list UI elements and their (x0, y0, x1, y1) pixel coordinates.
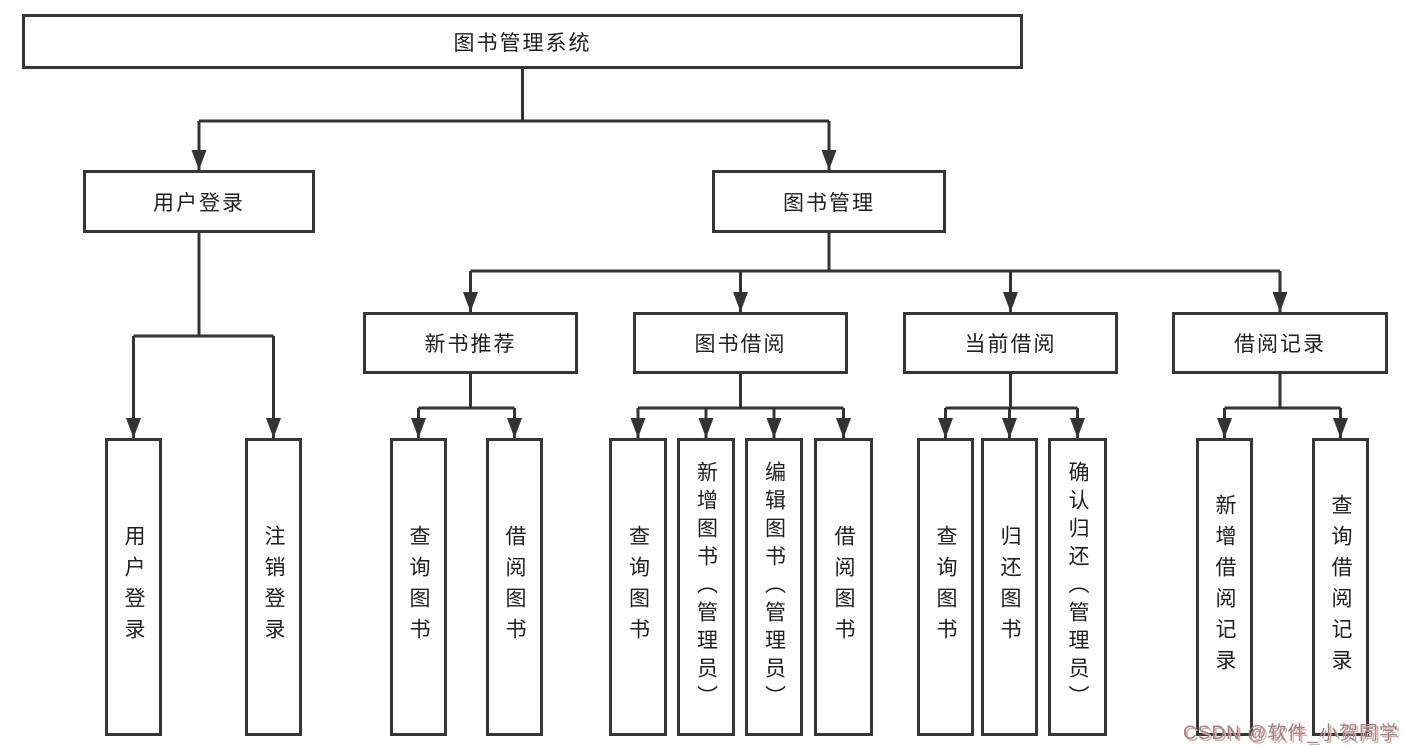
node-user-login-label: 用户登录 (153, 191, 245, 215)
leaf-br-add-record: 新增借阅记录 (1196, 438, 1253, 736)
leaf-br-query-record: 查询借阅记录 (1312, 438, 1369, 736)
edges-user-login-children (126, 233, 281, 438)
leaf-bb-borrow-books: 借阅图书 (814, 438, 873, 736)
edges-borrow-records-children (1217, 374, 1348, 438)
node-borrow-records: 借阅记录 (1172, 312, 1388, 374)
leaf-user-login-label: 用户登录 (122, 525, 145, 649)
edges-book-mgmt-children (463, 233, 1288, 312)
leaf-cb-return-books-label: 归还图书 (998, 525, 1021, 649)
leaf-cb-query-books-label: 查询图书 (934, 525, 957, 649)
leaf-bb-query-books: 查询图书 (609, 438, 667, 736)
leaf-bb-borrow-books-label: 借阅图书 (832, 525, 855, 649)
node-current-borrow: 当前借阅 (903, 312, 1118, 374)
leaf-nbr-query-books: 查询图书 (390, 438, 447, 736)
node-book-borrow: 图书借阅 (633, 312, 848, 374)
leaf-bb-edit-books-admin: 编辑图书（管理员） (745, 438, 803, 736)
leaf-nbr-borrow-books: 借阅图书 (486, 438, 543, 736)
leaf-br-query-record-label: 查询借阅记录 (1329, 494, 1352, 680)
node-borrow-records-label: 借阅记录 (1234, 333, 1326, 356)
leaf-cb-query-books: 查询图书 (917, 438, 974, 736)
node-book-mgmt-label: 图书管理 (783, 191, 875, 215)
leaf-logout: 注销登录 (245, 438, 302, 736)
edges-current-borrow-children (938, 374, 1085, 438)
csdn-watermark: CSDN @软件_小贺同学 (1183, 723, 1399, 744)
leaf-bb-edit-books-admin-label: 编辑图书（管理员） (762, 461, 786, 713)
leaf-user-login: 用户登录 (105, 438, 162, 736)
leaf-nbr-borrow-books-label: 借阅图书 (503, 525, 526, 649)
leaf-nbr-query-books-label: 查询图书 (407, 525, 430, 649)
leaf-br-add-record-label: 新增借阅记录 (1213, 494, 1236, 680)
node-book-borrow-label: 图书借阅 (694, 333, 787, 356)
leaf-bb-add-books-admin-label: 新增图书（管理员） (694, 461, 718, 713)
node-book-mgmt: 图书管理 (712, 170, 946, 233)
edges-root-to-level2 (191, 69, 837, 170)
leaf-cb-confirm-return-admin: 确认归还（管理员） (1048, 438, 1107, 736)
node-current-borrow-label: 当前借阅 (964, 333, 1057, 356)
node-root-system-label: 图书管理系统 (453, 31, 592, 55)
leaf-bb-add-books-admin: 新增图书（管理员） (677, 438, 735, 736)
leaf-cb-confirm-return-admin-label: 确认归还（管理员） (1066, 461, 1089, 713)
edges-book-borrow-children (630, 374, 851, 438)
edges-new-book-recommend-children (411, 374, 522, 438)
node-new-book-recommend-label: 新书推荐 (424, 333, 517, 356)
node-root-system: 图书管理系统 (22, 14, 1023, 69)
leaf-logout-label: 注销登录 (262, 525, 285, 649)
leaf-bb-query-books-label: 查询图书 (626, 525, 650, 649)
node-new-book-recommend: 新书推荐 (363, 312, 578, 374)
node-user-login: 用户登录 (83, 170, 315, 233)
leaf-cb-return-books: 归还图书 (981, 438, 1038, 736)
